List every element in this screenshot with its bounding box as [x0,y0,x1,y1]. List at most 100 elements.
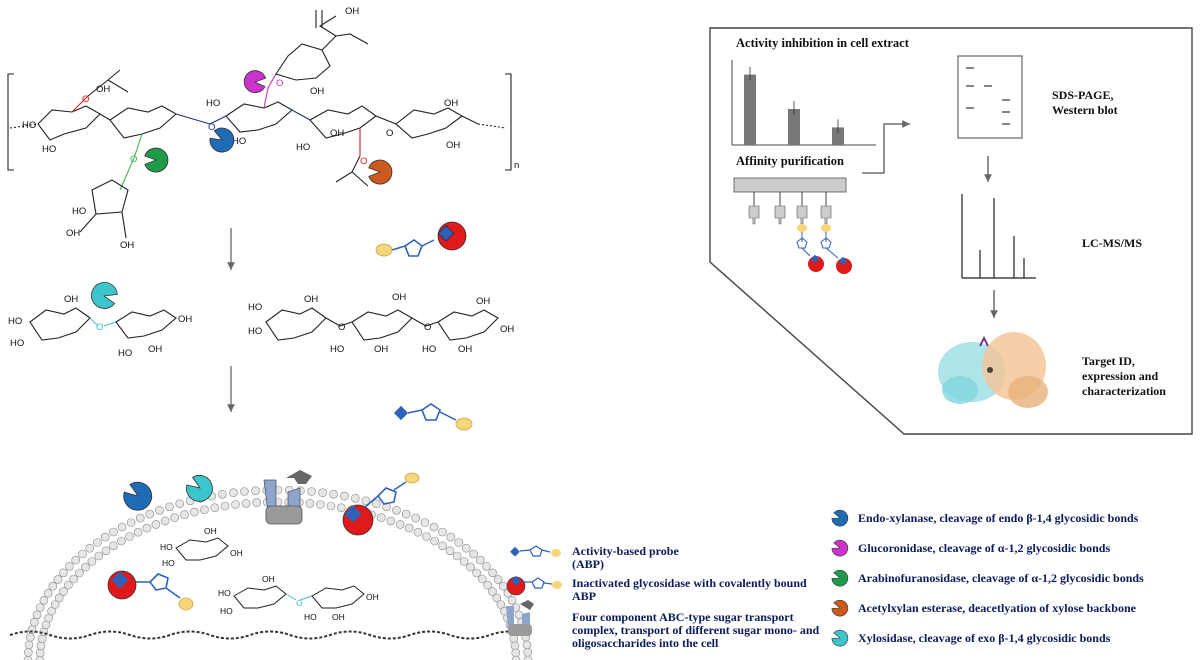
lipid-bead [305,499,315,508]
svg-text:HO: HO [162,558,175,568]
inact-line-2: ABP [572,589,596,603]
endo-xylanase-icon [831,509,849,527]
svg-text:OH: OH [64,294,78,305]
lipid-bead [459,557,469,566]
lipid-bead [87,557,97,566]
arrow-to-sds [862,120,910,174]
activity-probe-free [393,403,473,431]
abp-line-2: (ABP) [572,557,604,571]
lipid-bead [32,610,42,620]
affinity-purification-title: Affinity purification [736,154,844,168]
legend-row-xylosidase: Xylosidase, cleavage of exo β-1,4 glycos… [830,628,1110,648]
legend-row-glucoronidase: Glucoronidase, cleavage of α-1,2 glycosi… [830,538,1110,558]
xylose-intracellular [175,537,229,561]
legend-text-endo-xylanase: Endo-xylanase, cleavage of endo β-1,4 gl… [858,510,1139,525]
lipid-bead [25,632,35,642]
svg-text:HO: HO [160,542,173,552]
lipid-bead [422,532,431,541]
lipid-bead [492,593,502,603]
lipid-bead [100,532,110,542]
inactivated-glycosidase-intracellular [107,570,194,611]
svg-text:OH: OH [230,548,243,558]
glucoronidase-icon [831,539,849,557]
lipid-bead [395,520,405,529]
glucoronidase-icon [243,70,267,93]
lipid-bead [59,587,68,596]
lipid-bead [190,507,199,517]
lipid-bead [200,505,209,515]
lipid-bead [483,580,492,590]
svg-text:OH: OH [366,592,379,602]
lipid-bead [401,509,411,519]
legend-text-xylosidase: Xylosidase, cleavage of exo β-1,4 glycos… [858,630,1111,645]
lipid-bead [452,551,462,561]
svg-text:O: O [360,156,367,167]
lipid-bead [445,546,455,556]
legend-inactivated-icon [506,575,562,596]
lipid-bead [482,561,491,571]
lipid-bead [316,500,325,509]
protein-structure-image [938,332,1048,408]
lipid-bead [210,503,219,513]
lipid-bead [43,588,53,598]
lipid-bead [472,568,481,578]
svg-text:OH: OH [120,240,134,251]
bar-0 [744,74,756,145]
xylotriose-structure [265,307,499,341]
lipid-bead [429,522,439,532]
svg-text:HO: HO [296,142,310,153]
lipid-bead [318,488,327,498]
lipid-bead [488,587,497,596]
lipid-bead [180,510,189,520]
lipid-bead [488,568,497,578]
svg-text:OH: OH [66,228,80,239]
lipid-bead [220,501,230,511]
svg-text:O: O [386,128,393,139]
lipid-bead [23,648,33,657]
lipid-bead [94,551,104,561]
legend-text-acetylxylan-esterase: Acetylxylan esterase, deacetlyation of x… [858,600,1136,615]
activity-inhibition-title: Activity inhibition in cell extract [736,36,909,50]
svg-text:OH: OH [304,294,318,305]
xylobiose-structure [29,307,177,341]
lipid-bead [523,648,533,657]
svg-text:HO: HO [330,344,344,355]
lipid-bead [65,561,74,571]
lipid-bead [430,536,439,546]
lipid-bead [155,505,164,515]
svg-text:OH: OH [330,128,344,139]
lipid-bead [53,575,63,584]
lipid-bead [438,527,447,537]
inhibition-bar-chart [731,60,876,146]
activity-probe-bound [375,221,467,257]
lipid-bead [117,522,127,532]
lipid-bead [54,593,64,603]
bar-1 [788,109,800,145]
lipid-bead [170,513,179,522]
lipid-bead [466,562,475,572]
lipid-bead [151,520,161,529]
abc-line-2: complex, transport of different sugar mo… [572,623,820,637]
lipid-bead [361,496,371,506]
lipid-bead [145,509,155,519]
lipid-bead [229,488,238,498]
svg-text:O: O [82,94,89,105]
lipid-bead [101,546,111,556]
svg-text:OH: OH [446,140,460,151]
lipid-bead [117,536,126,546]
left-bracket [7,73,14,171]
lipid-bead [413,527,423,537]
lipid-bead [125,532,134,541]
lipid-bead [307,487,316,496]
sds-line-1: SDS-PAGE, [1052,88,1114,102]
sds-page-label: SDS-PAGE, Western blot [1052,88,1118,118]
polymer-labels: HO HO OH O HO HO O OH OH OH O HO OH OH O… [22,6,519,251]
lipid-bead [59,568,68,578]
lipid-bead [510,641,520,651]
target-line-1: Target ID, [1082,354,1135,368]
lipid-bead [392,505,401,515]
arabinofuranosidase-icon [144,147,169,173]
legend-inactivated-text: Inactivated glycosidase with covalently … [572,577,807,603]
svg-text:OH: OH [392,292,406,303]
